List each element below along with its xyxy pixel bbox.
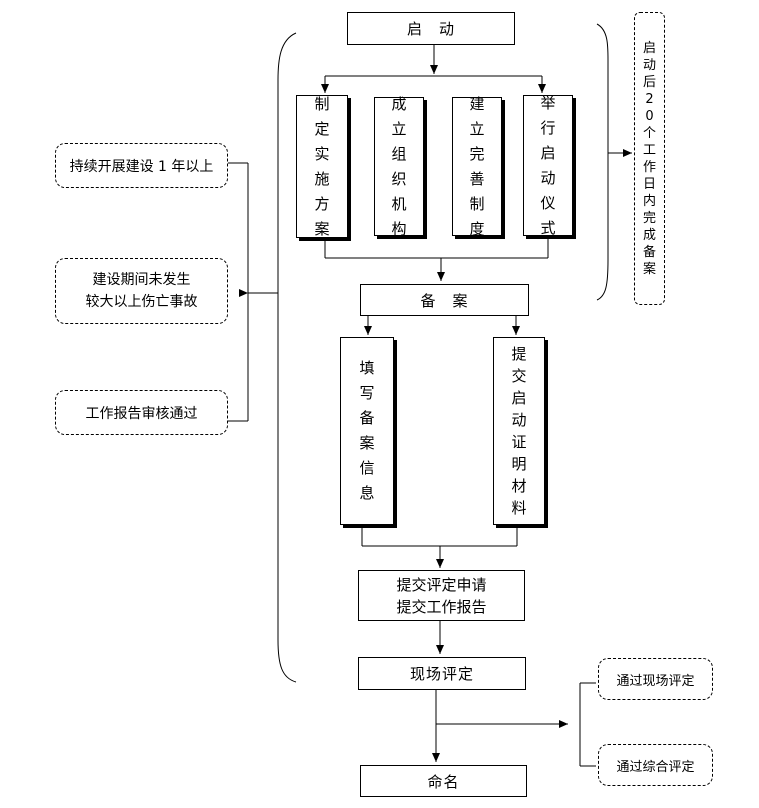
deadline-note: 启 动 后 2 0 个 工 作 日 内 完 成 备 案 (634, 12, 665, 305)
onsite-evaluation-node: 现场评定 (358, 657, 526, 690)
pass-onsite-label: 通过现场评定 (616, 673, 695, 689)
naming-label: 命名 (427, 772, 460, 791)
deadline-note-label: 启 动 后 2 0 个 工 作 日 内 完 成 备 案 (642, 40, 656, 277)
submit-proof-label: 提 交 启 动 证 明 材 料 (511, 345, 527, 517)
condition-one-year: 持续开展建设 1 年以上 (55, 143, 228, 188)
submit-proof-node: 提 交 启 动 证 明 材 料 (493, 337, 545, 525)
step-implementation-plan-label: 制 定 实 施 方 案 (314, 94, 330, 238)
start-node: 启 动 (347, 12, 515, 45)
step-organization-label: 成 立 组 织 机 构 (391, 94, 407, 238)
apply-label: 提交评定申请 提交工作报告 (396, 575, 487, 616)
condition-report-approved-label: 工作报告审核通过 (85, 405, 198, 422)
record-node: 备 案 (360, 284, 529, 316)
condition-one-year-label: 持续开展建设 1 年以上 (69, 158, 214, 175)
apply-node: 提交评定申请 提交工作报告 (358, 570, 525, 621)
step-ceremony-label: 举 行 启 动 仪 式 (540, 93, 556, 237)
pass-overall-note: 通过综合评定 (598, 744, 713, 786)
pass-onsite-note: 通过现场评定 (598, 658, 713, 700)
condition-no-accident-label: 建设期间未发生 较大以上伤亡事故 (85, 272, 198, 310)
fill-record-info-node: 填 写 备 案 信 息 (340, 337, 394, 525)
start-label: 启 动 (406, 20, 455, 38)
record-label: 备 案 (420, 291, 469, 310)
fill-record-info-label: 填 写 备 案 信 息 (359, 359, 375, 502)
pass-overall-label: 通过综合评定 (616, 759, 695, 775)
step-rules: 建 立 完 善 制 度 (452, 95, 502, 238)
step-ceremony: 举 行 启 动 仪 式 (523, 94, 573, 237)
step-rules-label: 建 立 完 善 制 度 (469, 94, 485, 238)
step-implementation-plan: 制 定 实 施 方 案 (296, 95, 348, 238)
condition-no-accident: 建设期间未发生 较大以上伤亡事故 (55, 258, 228, 324)
naming-node: 命名 (360, 765, 527, 797)
condition-report-approved: 工作报告审核通过 (55, 390, 228, 435)
step-organization: 成 立 组 织 机 构 (374, 95, 424, 238)
onsite-evaluation-label: 现场评定 (409, 665, 474, 683)
